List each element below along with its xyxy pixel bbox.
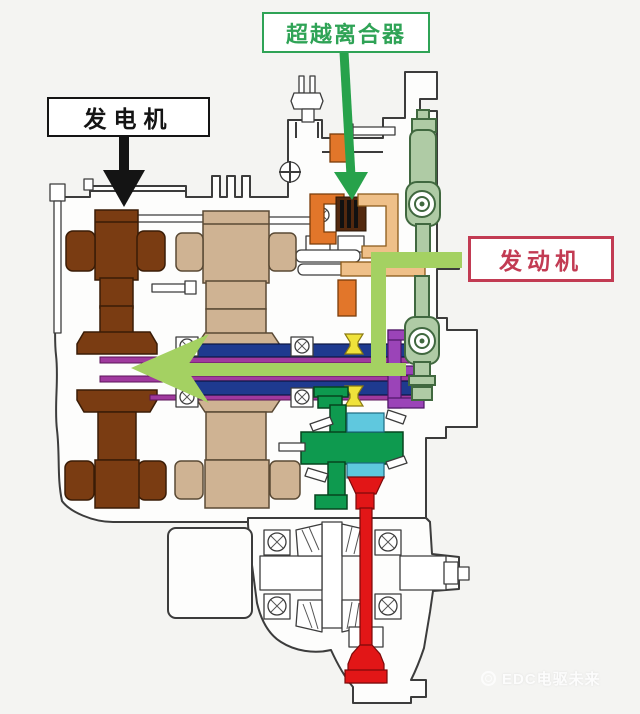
synchronizer-top xyxy=(343,333,365,355)
generator-assembly xyxy=(64,209,223,509)
label-generator: 发电机 xyxy=(47,97,210,137)
resolver-box xyxy=(167,527,253,619)
synchronizer-bottom xyxy=(343,385,365,407)
clutch-drum xyxy=(357,193,399,259)
label-generator-text: 发电机 xyxy=(83,106,174,132)
flow-arrowhead xyxy=(131,334,209,403)
clutch-pointer-arrow xyxy=(334,51,368,200)
watermark: EDC电驱未来 xyxy=(481,668,601,689)
crosshair-mark xyxy=(279,161,301,183)
output-gear-assembly xyxy=(278,386,408,510)
engine-power-flow-arrow xyxy=(131,252,462,403)
speed-sensor xyxy=(298,75,305,94)
gear-ring-bottom xyxy=(346,462,385,479)
housing-details xyxy=(49,75,396,334)
edc-ring-logo-icon xyxy=(481,671,496,686)
label-overrunning-clutch-text: 超越离合器 xyxy=(285,21,406,47)
differential-bearings xyxy=(263,529,402,620)
final-drive-red-shaft xyxy=(344,476,388,684)
label-engine-text: 发动机 xyxy=(499,248,583,274)
gear-ring-top xyxy=(346,412,385,433)
generator-pointer-arrow xyxy=(103,136,145,207)
clutch-hub-block xyxy=(337,279,357,317)
watermark-text: EDC电驱未来 xyxy=(502,671,601,688)
label-engine: 发动机 xyxy=(468,236,614,282)
label-overrunning-clutch: 超越离合器 xyxy=(262,12,430,53)
